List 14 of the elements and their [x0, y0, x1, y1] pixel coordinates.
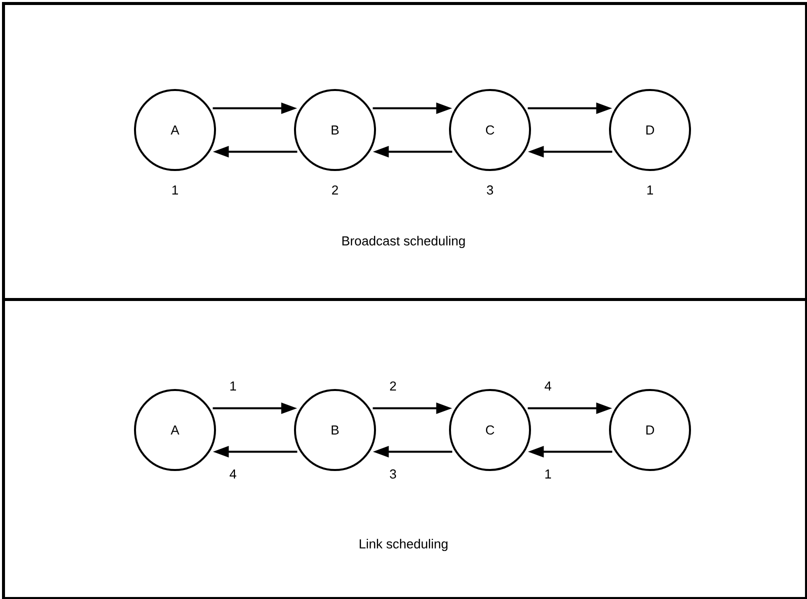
node-number: 2 — [332, 185, 338, 195]
panel — [2, 2, 807, 301]
edge-label: 2 — [388, 380, 398, 392]
edge-label: 4 — [228, 468, 238, 480]
node-number: 3 — [486, 185, 494, 195]
edge-label: 3 — [388, 468, 398, 480]
panel-caption: Link scheduling — [360, 538, 448, 552]
edge-label: 1 — [228, 380, 238, 392]
panel-caption: Broadcast scheduling — [342, 236, 465, 248]
node-number: 1 — [647, 186, 653, 194]
edge-label: 1 — [543, 468, 553, 480]
node-number: 1 — [172, 186, 178, 194]
edge-label: 4 — [543, 380, 553, 392]
panel — [2, 298, 807, 599]
